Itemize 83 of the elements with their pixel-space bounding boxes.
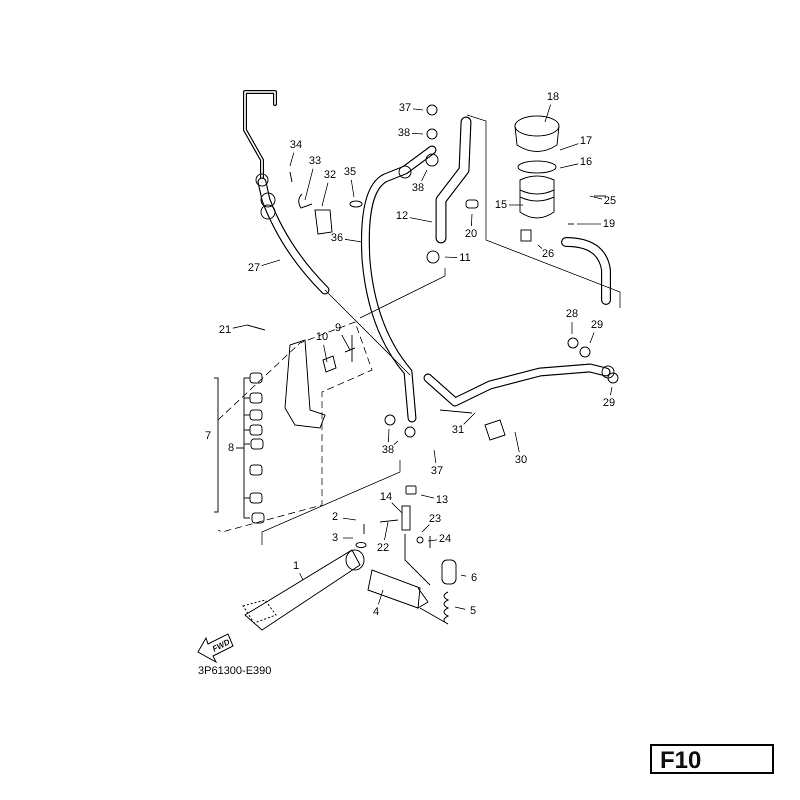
callout-number: 27: [246, 262, 262, 274]
callout-number: 35: [342, 166, 358, 178]
callout-number: 29: [602, 397, 616, 409]
leader-line: [304, 168, 314, 200]
callout-number: 36: [330, 232, 344, 244]
callout-number: 7: [204, 430, 212, 442]
leader-line: [299, 572, 304, 580]
leader-line: [409, 217, 432, 222]
leader-line: [341, 334, 350, 350]
leader-line: [421, 170, 428, 182]
leader-line: [420, 494, 435, 498]
callout-number: 37: [398, 102, 412, 114]
callout-number: 22: [376, 542, 390, 554]
leader-line: [378, 590, 384, 605]
callout-number: 20: [464, 228, 478, 240]
callout-number: 8: [226, 442, 236, 454]
leader-line: [290, 152, 294, 166]
callout-number: 38: [410, 182, 426, 194]
callout-number: 25: [602, 195, 618, 207]
callout-number: 11: [458, 252, 472, 264]
leader-line: [444, 256, 458, 258]
leader-line: [428, 540, 438, 542]
leader-line: [463, 412, 476, 425]
leader-line: [322, 182, 328, 206]
leader-line: [590, 332, 594, 344]
callout-number: 26: [540, 248, 556, 260]
callout-number: 38: [380, 444, 396, 456]
callout-number: 32: [322, 169, 338, 181]
callout-number: 29: [590, 319, 604, 331]
leader-line: [394, 440, 398, 445]
part-code: 3P61300-E390: [198, 665, 272, 677]
leader-line: [323, 344, 328, 362]
leader-line: [590, 196, 603, 200]
callout-number: 37: [430, 465, 444, 477]
leader-line: [232, 324, 248, 329]
callout-number: 5: [468, 605, 478, 617]
callout-number: 19: [602, 218, 616, 230]
callout-number: 9: [334, 322, 342, 334]
callout-number: 17: [578, 135, 594, 147]
leader-line: [610, 386, 612, 396]
leader-line: [391, 502, 402, 514]
callout-number: 28: [564, 308, 580, 320]
callout-number: 21: [218, 324, 232, 336]
callout-number: 2: [330, 511, 340, 523]
leader-line: [514, 432, 520, 453]
callout-number: 24: [438, 533, 452, 545]
callout-number: 13: [434, 494, 450, 506]
callout-number: 4: [372, 606, 380, 618]
callout-number: 1: [292, 560, 300, 572]
callout-number: 23: [428, 513, 442, 525]
leader-line: [434, 450, 436, 464]
leader-line: [538, 244, 542, 249]
callout-number: 18: [546, 91, 560, 103]
leader-line: [344, 238, 362, 242]
leader-line: [388, 428, 390, 442]
leader-line: [560, 163, 579, 168]
leader-line: [422, 524, 430, 532]
leader-line: [460, 574, 467, 577]
callout-number: 3: [330, 532, 340, 544]
leader-line: [350, 180, 354, 198]
callout-number: 6: [470, 572, 478, 584]
callout-number: 38: [396, 127, 412, 139]
callout-number: 10: [314, 331, 330, 343]
leader-line: [471, 214, 472, 226]
callout-number: 33: [308, 155, 322, 167]
leader-line: [342, 518, 356, 520]
callout-number: 16: [578, 156, 594, 168]
leader-line: [261, 260, 280, 266]
callout-number: 31: [450, 424, 466, 436]
callout-number: 30: [514, 454, 528, 466]
leader-line: [508, 204, 524, 206]
page-badge: F10: [650, 744, 774, 774]
leader-line: [454, 606, 466, 610]
leader-line: [412, 133, 424, 134]
leader-line: [384, 522, 388, 540]
callout-number: 34: [288, 139, 304, 151]
leader-line: [412, 108, 424, 110]
leader-line: [544, 104, 551, 122]
callout-number: 15: [494, 199, 508, 211]
leader-line: [560, 143, 579, 150]
direction-label: FWD: [210, 637, 232, 654]
callout-number: 12: [394, 210, 410, 222]
callout-number: 14: [378, 491, 394, 503]
